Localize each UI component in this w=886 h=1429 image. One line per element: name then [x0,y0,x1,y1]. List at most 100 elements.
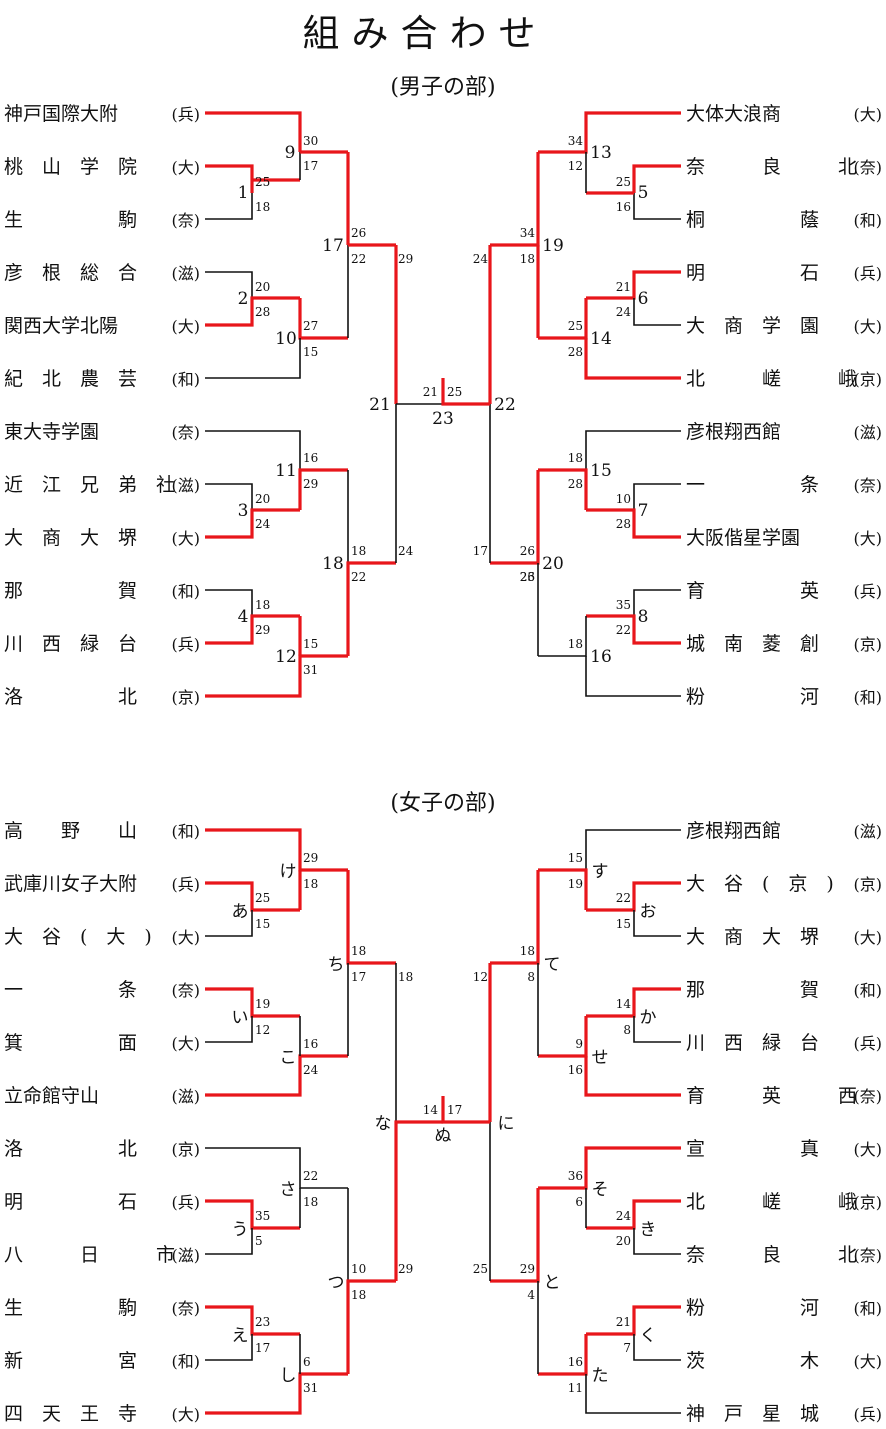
score: 26 [351,226,366,240]
bracket-line [633,483,681,510]
team-prefecture: (大) [854,105,883,124]
team-name: 奈 良 北 [686,1244,857,1266]
score: 34 [520,226,536,240]
team-name: 彦根翔西館 [686,421,781,443]
bracket-line [205,1305,300,1336]
team-prefecture: (兵) [172,1193,201,1212]
match-label: お [640,902,657,922]
score: 22 [616,623,631,637]
bracket-line [633,589,681,616]
team-name: 神 戸 星 城 [686,1403,819,1425]
score: 16 [303,451,318,465]
team-name: 明 石 [4,1191,137,1213]
score: 17 [351,970,366,984]
team-name: 一 条 [4,979,137,1001]
bracket-line [585,656,681,697]
team-prefecture: (滋) [172,264,201,283]
bracket-line [586,508,681,539]
score: 24 [473,252,489,266]
score: 30 [303,134,318,148]
bracket-line [586,881,681,912]
score: 15 [616,917,631,931]
match-label: 11 [275,461,297,481]
team-prefecture: (兵) [854,1405,883,1424]
team-name: 箕 面 [4,1032,137,1054]
team-name: 川 西 緑 台 [686,1032,819,1054]
bracket-line [205,193,253,220]
team-name: 大 商 大 堺 [4,527,137,549]
bracket-line [633,298,681,326]
bracket-line [633,193,681,220]
score: 29 [255,623,270,637]
team-prefecture: (和) [854,211,883,230]
team-name: 神戸国際大附 [4,103,118,125]
team-name: 大 谷 ( 京 ) [686,873,834,895]
team-prefecture: (大) [172,158,201,177]
score: 36 [568,1169,583,1183]
score: 10 [351,1262,366,1276]
team-name: 宣 真 [686,1138,819,1160]
team-prefecture: (奈) [172,211,201,230]
score: 12 [473,970,488,984]
bracket-line [346,561,396,656]
bracket-line [205,614,300,645]
score: 25 [255,891,270,905]
match-label: 14 [590,329,612,349]
bracket-line [205,164,254,180]
match-label: に [498,1114,515,1134]
team-prefecture: (奈) [854,476,883,495]
match-label: 23 [432,409,454,429]
match-label: 19 [542,236,564,256]
team-name: 四 天 王 寺 [4,1403,137,1425]
team-name: 育 英 西 [686,1085,857,1107]
team-prefecture: (大) [854,1140,883,1159]
match-label: た [592,1366,609,1386]
score: 26 [520,544,535,558]
score: 14 [423,1103,439,1117]
score: 21 [423,385,438,399]
bracket-line [586,270,681,300]
team-prefecture: (奈) [854,1087,883,1106]
team-name: 生 駒 [4,209,137,231]
match-label: 21 [369,395,391,415]
score: 23 [255,1315,270,1329]
team-name: 北 嵯 峨 [686,1191,857,1213]
team-name: 粉 河 [686,686,819,708]
score: 18 [351,544,366,558]
team-name: 粉 河 [686,1297,819,1319]
bracket-line [585,430,681,470]
match-label: な [375,1114,392,1134]
team-name: 関西大学北陽 [4,315,118,337]
team-prefecture: (兵) [854,264,883,283]
bracket-line [586,1199,681,1230]
team-prefecture: (京) [854,1193,883,1212]
score: 29 [398,1262,413,1276]
team-prefecture: (兵) [172,105,201,124]
bracket-line [585,829,681,870]
score: 27 [303,319,318,333]
team-prefecture: (京) [854,370,883,389]
bracket-line [205,271,253,298]
match-label: と [544,1273,561,1293]
team-name: 一 条 [686,474,819,496]
score: 15 [303,345,318,359]
score: 12 [255,1023,270,1037]
score: 5 [255,1234,263,1248]
match-label: 1 [238,183,249,203]
match-label: 6 [638,289,649,309]
match-label: 3 [238,501,249,521]
bracket-line [441,1096,490,1124]
team-prefecture: (京) [854,875,883,894]
match-label: て [544,955,561,975]
score: 25 [568,319,583,333]
score: 20 [255,492,270,506]
match-label: ぬ [435,1126,452,1146]
team-prefecture: (大) [854,928,883,947]
match-label: け [280,862,297,882]
bracket-line [205,1228,253,1255]
score: 12 [568,159,583,173]
score: 35 [616,598,631,612]
score: 25 [447,385,462,399]
team-prefecture: (和) [172,582,201,601]
